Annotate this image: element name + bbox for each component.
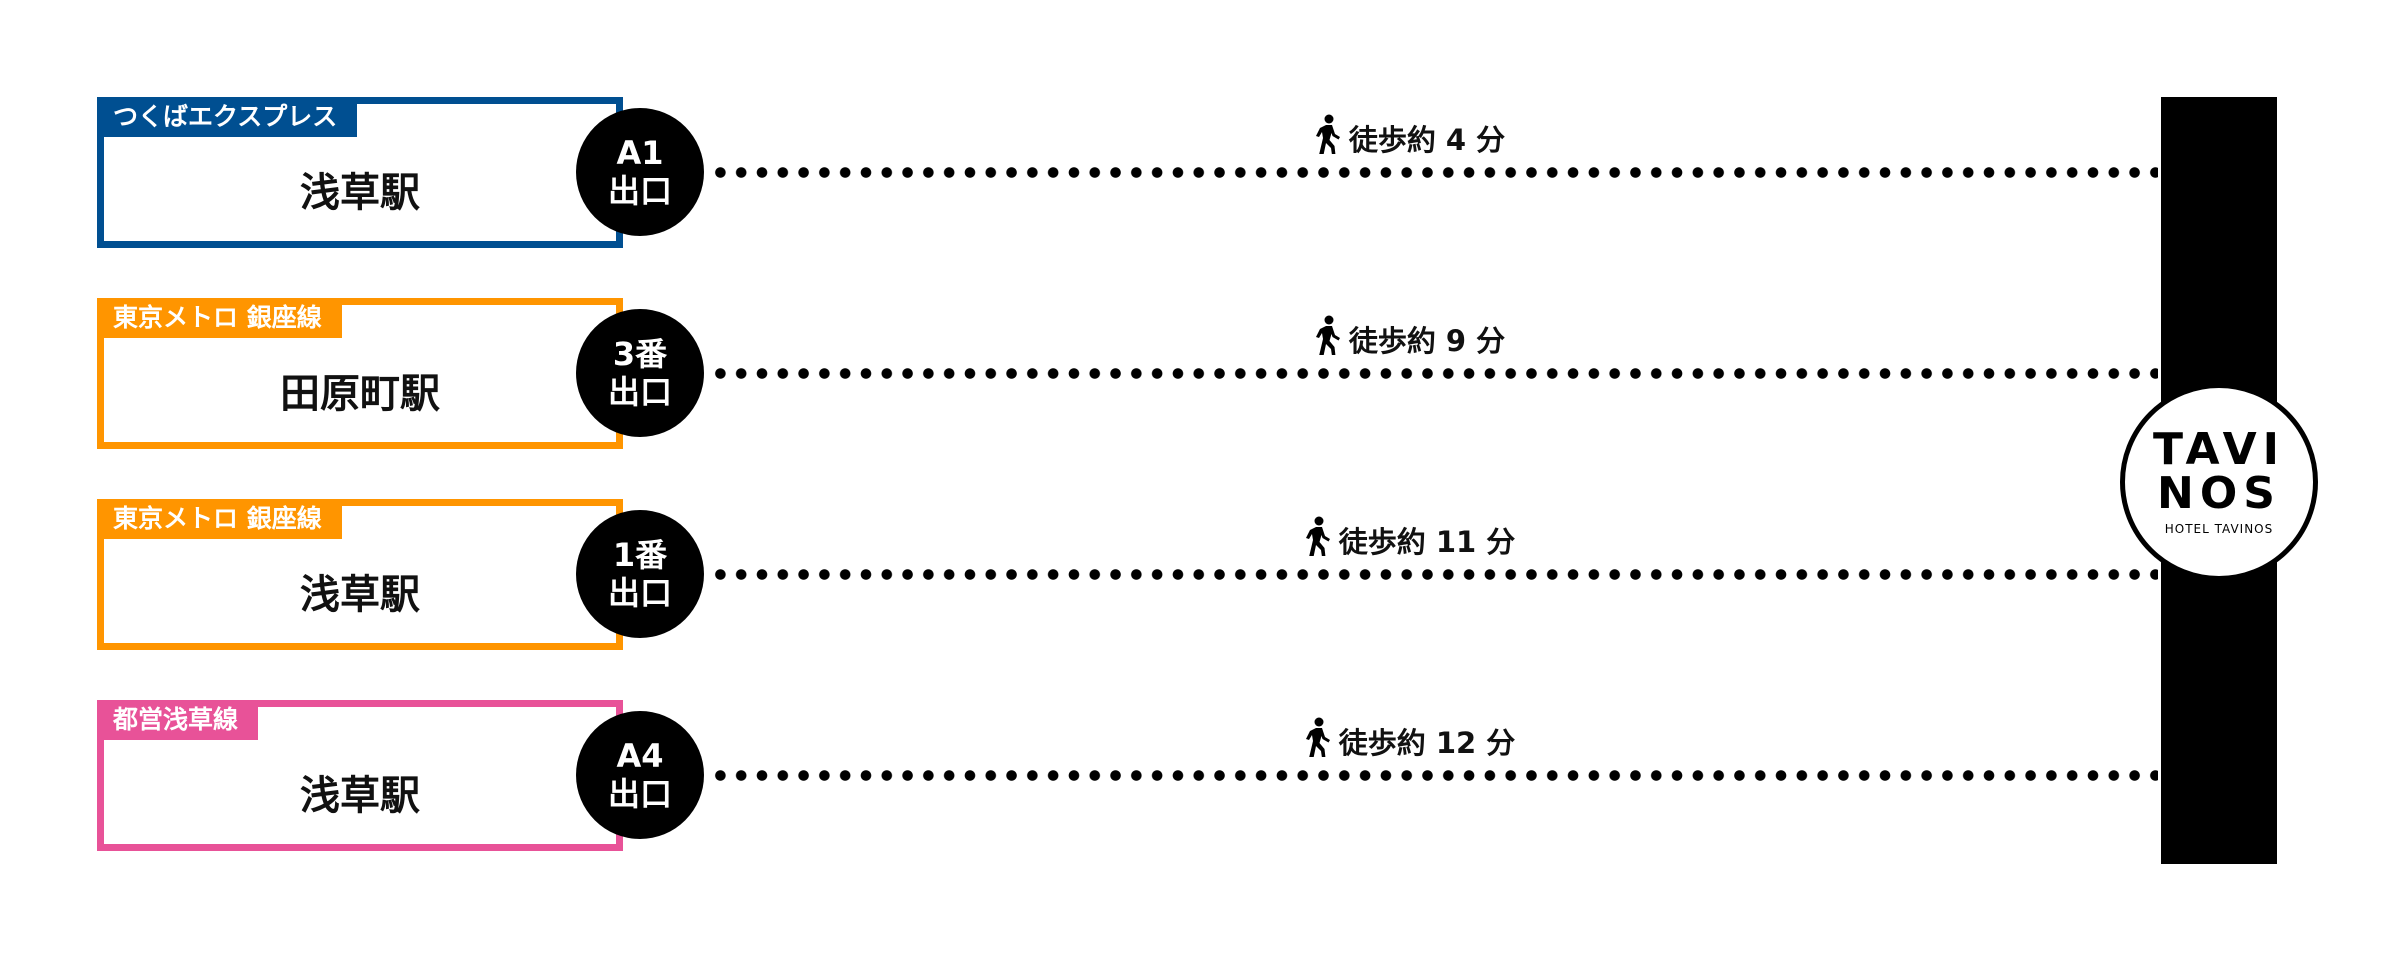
walk-time-text: 徒歩約 12 分 <box>1338 725 1516 760</box>
exit-label: 出口 <box>607 775 672 813</box>
exit-badge: A1 出口 <box>576 108 704 236</box>
exit-number: A1 <box>616 134 664 172</box>
hotel-name: HOTEL TAVINOS <box>2164 522 2274 536</box>
exit-badge: A4 出口 <box>576 711 704 839</box>
line-label: つくばエクスプレス <box>97 97 358 137</box>
walk-time: 徒歩約 9 分 <box>1300 315 1520 362</box>
dotted-path <box>710 770 2158 781</box>
walk-time-text: 徒歩約 9 分 <box>1348 323 1506 358</box>
logo-mark-line1: TAVI <box>2152 424 2286 475</box>
exit-number: A4 <box>616 737 664 775</box>
logo-mark-line2: NOS <box>2157 468 2281 519</box>
station-box: つくばエクスプレス 浅草駅 <box>97 97 623 248</box>
dotted-path <box>710 368 2158 379</box>
walking-person-icon <box>1315 315 1341 362</box>
station-name: 浅草駅 <box>300 170 420 216</box>
walk-time-text: 徒歩約 11 分 <box>1338 524 1516 559</box>
walk-time-text: 徒歩約 4 分 <box>1348 122 1506 157</box>
walking-person-icon <box>1305 717 1331 764</box>
station-box: 東京メトロ 銀座線 田原町駅 <box>97 298 623 449</box>
line-label: 東京メトロ 銀座線 <box>97 298 342 338</box>
line-label: 都営浅草線 <box>97 700 259 740</box>
station-box: 東京メトロ 銀座線 浅草駅 <box>97 499 623 650</box>
dotted-path <box>710 569 2158 580</box>
hotel-logo: TAVI NOS HOTEL TAVINOS <box>2120 383 2318 581</box>
station-name: 浅草駅 <box>300 773 420 819</box>
exit-label: 出口 <box>607 172 672 210</box>
exit-badge: 1番 出口 <box>576 510 704 638</box>
walk-time: 徒歩約 12 分 <box>1300 717 1520 764</box>
exit-number: 3番 <box>612 335 668 373</box>
dotted-path <box>710 167 2158 178</box>
walk-time: 徒歩約 4 分 <box>1300 114 1520 161</box>
line-label: 東京メトロ 銀座線 <box>97 499 342 539</box>
station-name: 田原町駅 <box>280 371 440 417</box>
walk-time: 徒歩約 11 分 <box>1300 516 1520 563</box>
station-box: 都営浅草線 浅草駅 <box>97 700 623 851</box>
exit-label: 出口 <box>607 373 672 411</box>
station-name: 浅草駅 <box>300 572 420 618</box>
exit-number: 1番 <box>612 536 668 574</box>
exit-badge: 3番 出口 <box>576 309 704 437</box>
walking-person-icon <box>1315 114 1341 161</box>
walking-person-icon <box>1305 516 1331 563</box>
exit-label: 出口 <box>607 574 672 612</box>
